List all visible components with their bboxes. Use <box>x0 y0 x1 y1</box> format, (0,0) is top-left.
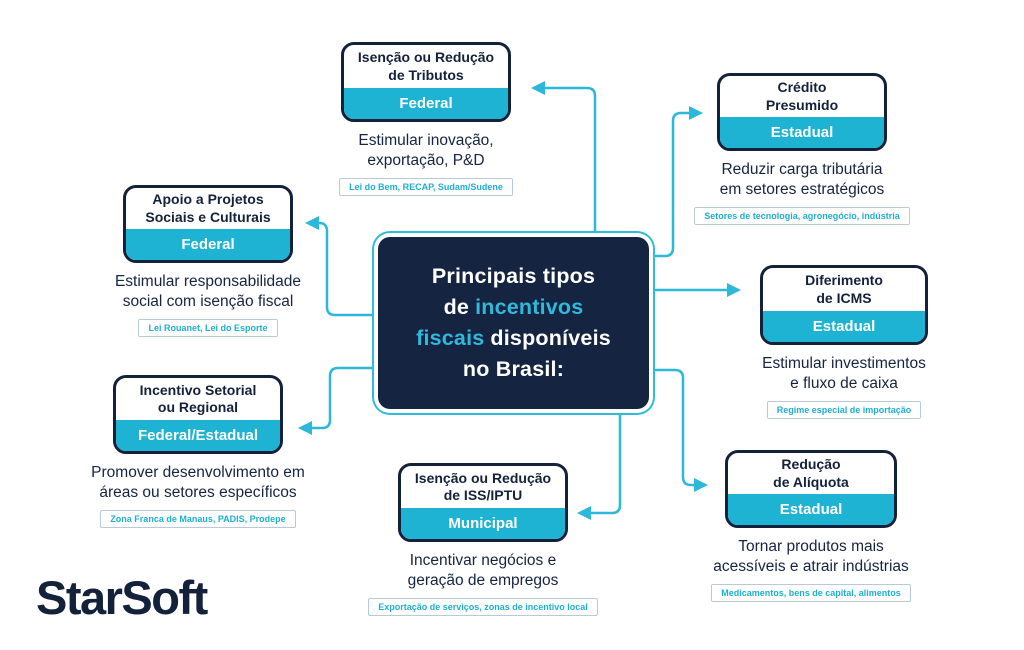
node-level-badge: Federal <box>344 88 508 119</box>
node-group-apoio-projetos: Apoio a Projetos Sociais e Culturais Fed… <box>93 185 323 337</box>
node-title: Redução de Alíquota <box>773 456 849 490</box>
node-group-isencao-iss-iptu: Isenção ou Redução de ISS/IPTU Municipal… <box>368 463 598 616</box>
node-box-credito-presumido: Crédito Presumido Estadual <box>717 73 887 151</box>
node-example-tag: Medicamentos, bens de capital, alimentos <box>711 583 911 602</box>
node-box-diferimento-icms: Diferimento de ICMS Estadual <box>760 265 928 345</box>
node-example-tag: Exportação de serviços, zonas de incenti… <box>368 597 598 616</box>
node-box-isencao-iss-iptu: Isenção ou Redução de ISS/IPTU Municipal <box>398 463 568 542</box>
node-level-badge: Federal/Estadual <box>116 420 280 451</box>
node-title: Isenção ou Redução de Tributos <box>357 49 495 83</box>
node-title: Diferimento de ICMS <box>805 272 883 306</box>
node-box-apoio-projetos: Apoio a Projetos Sociais e Culturais Fed… <box>123 185 293 263</box>
node-example-tag: Lei do Bem, RECAP, Sudam/Sudene <box>339 177 513 196</box>
node-description: Tornar produtos mais acessíveis e atrair… <box>713 538 909 575</box>
node-title: Incentivo Setorial ou Regional <box>139 381 257 416</box>
node-group-credito-presumido: Crédito Presumido Estadual Reduzir carga… <box>687 73 917 225</box>
central-title-word-disponiveis: disponíveis <box>490 326 611 350</box>
node-level-badge: Estadual <box>763 311 925 342</box>
connector-to-isencao-tributos <box>531 81 597 236</box>
central-title-word-fiscais: fiscais <box>416 326 485 350</box>
node-description: Estimular inovação, exportação, P&D <box>358 132 494 169</box>
node-title: Apoio a Projetos Sociais e Culturais <box>145 191 271 225</box>
node-example-tag: Setores de tecnologia, agronegócio, indú… <box>694 206 910 225</box>
central-title-line-1: Principais tipos <box>431 264 596 288</box>
node-title: Crédito Presumido <box>765 79 839 113</box>
central-title-word-incentivos: incentivos <box>475 295 584 319</box>
connector-to-isencao-iss-iptu <box>577 412 622 520</box>
node-title: Isenção ou Redução de ISS/IPTU <box>414 469 552 504</box>
node-box-incentivo-setorial: Incentivo Setorial ou Regional Federal/E… <box>113 375 283 454</box>
node-level-badge: Estadual <box>720 117 884 148</box>
node-group-diferimento-icms: Diferimento de ICMS Estadual Estimular i… <box>734 265 954 419</box>
node-box-isencao-tributos: Isenção ou Redução de Tributos Federal <box>341 42 511 122</box>
node-example-tag: Regime especial de importação <box>766 400 922 419</box>
node-description: Incentivar negócios e geração de emprego… <box>407 552 559 589</box>
node-description: Reduzir carga tributária em setores estr… <box>719 161 885 198</box>
node-description: Estimular responsabilidade social com is… <box>114 273 302 310</box>
starsoft-logo: StarSoft <box>36 571 208 624</box>
central-title-line-4: no Brasil: <box>462 357 565 381</box>
central-title-word-de: de <box>443 295 470 319</box>
node-group-isencao-tributos: Isenção ou Redução de Tributos Federal E… <box>311 42 541 196</box>
node-group-incentivo-setorial: Incentivo Setorial ou Regional Federal/E… <box>78 375 318 528</box>
node-group-reducao-aliquota: Redução de Alíquota Estadual Tornar prod… <box>691 450 931 602</box>
node-level-badge: Municipal <box>401 508 565 539</box>
node-example-tag: Zona Franca de Manaus, PADIS, Prodepe <box>100 509 296 528</box>
node-description: Estimular investimentos e fluxo de caixa <box>762 355 926 392</box>
connector-to-reducao-aliquota <box>655 368 708 492</box>
connector-to-apoio-projetos <box>305 216 374 317</box>
node-example-tag: Lei Rouanet, Lei do Esporte <box>138 318 278 337</box>
node-box-reducao-aliquota: Redução de Alíquota Estadual <box>725 450 897 528</box>
connector-to-incentivo-setorial <box>298 366 374 435</box>
connector-to-credito-presumido <box>655 106 703 258</box>
node-level-badge: Federal <box>126 229 290 260</box>
node-description: Promover desenvolvimento em áreas ou set… <box>91 464 305 501</box>
node-level-badge: Estadual <box>728 494 894 525</box>
